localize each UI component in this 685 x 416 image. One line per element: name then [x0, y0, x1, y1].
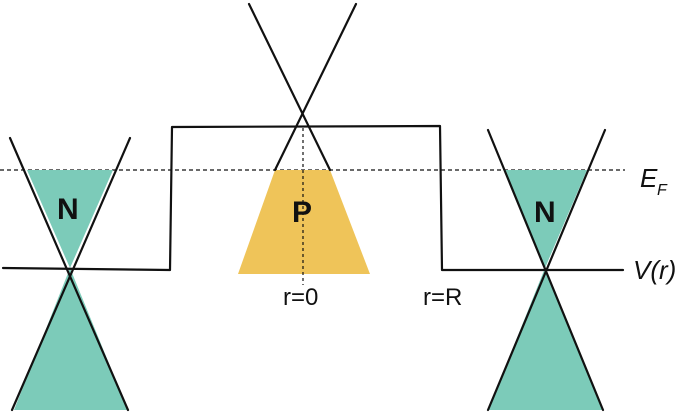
center-cone-line-b — [273, 2, 358, 172]
left-n-lower-cone-fill — [14, 268, 128, 410]
right-n-electron-fill — [504, 170, 587, 268]
right-n-lower-cone-fill — [488, 268, 602, 410]
potential-label: V(r) — [633, 255, 676, 285]
fermi-energy-subscript: F — [657, 182, 668, 199]
r-zero-label: r=0 — [283, 284, 318, 311]
r-edge-label: r=R — [423, 284, 462, 311]
center-p-hole-fill — [238, 170, 370, 274]
potential-profile — [1, 124, 625, 272]
fermi-energy-label: E — [640, 163, 658, 193]
left-cone-line-a — [8, 136, 130, 412]
right-n-label: N — [534, 196, 556, 229]
right-cone-line-b — [486, 128, 607, 412]
left-n-electron-fill — [27, 170, 113, 268]
left-cone-line-b — [10, 136, 132, 412]
center-p-label: P — [292, 196, 312, 229]
center-cone-line-a — [247, 2, 332, 172]
left-n-label: N — [57, 193, 79, 226]
